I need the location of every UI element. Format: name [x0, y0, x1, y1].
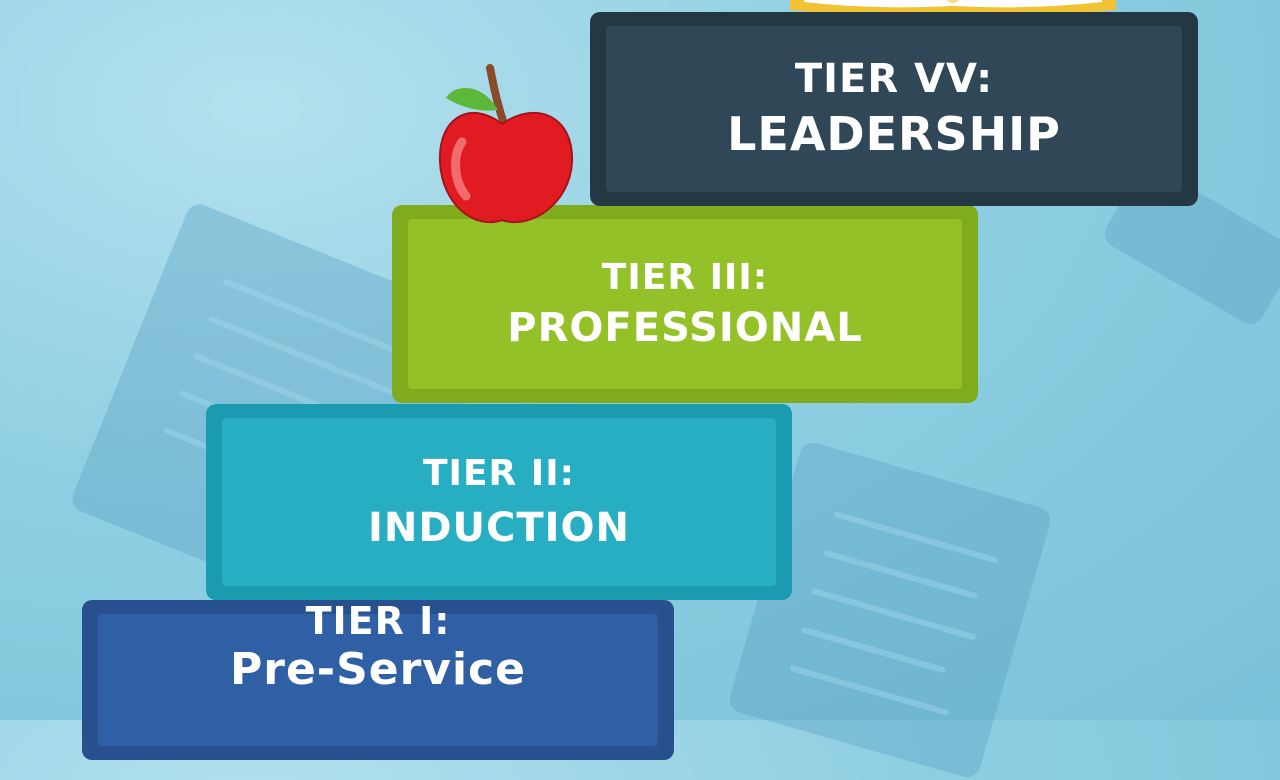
tier-4-title: LEADERSHIP: [727, 107, 1061, 162]
tier-2-title: INDUCTION: [367, 504, 631, 551]
tier-1-title: Pre-Service: [230, 644, 526, 696]
tier-1-step: TIER I: Pre-Service: [82, 598, 674, 760]
tier-2-label: TIER II:: [423, 453, 575, 495]
tier-4-label: TIER VV:: [794, 56, 994, 103]
tier-1-label: TIER I:: [305, 598, 451, 643]
apple-icon: [438, 64, 574, 224]
tier-2-step: TIER II: INDUCTION: [206, 404, 792, 600]
tier-3-label: TIER III:: [601, 257, 769, 299]
tier-3-title: PROFESSIONAL: [507, 304, 863, 351]
open-book-icon: [790, 0, 1116, 15]
tier-4-step: TIER VV: LEADERSHIP: [590, 12, 1198, 206]
tier-3-step: TIER III: PROFESSIONAL: [392, 205, 978, 403]
